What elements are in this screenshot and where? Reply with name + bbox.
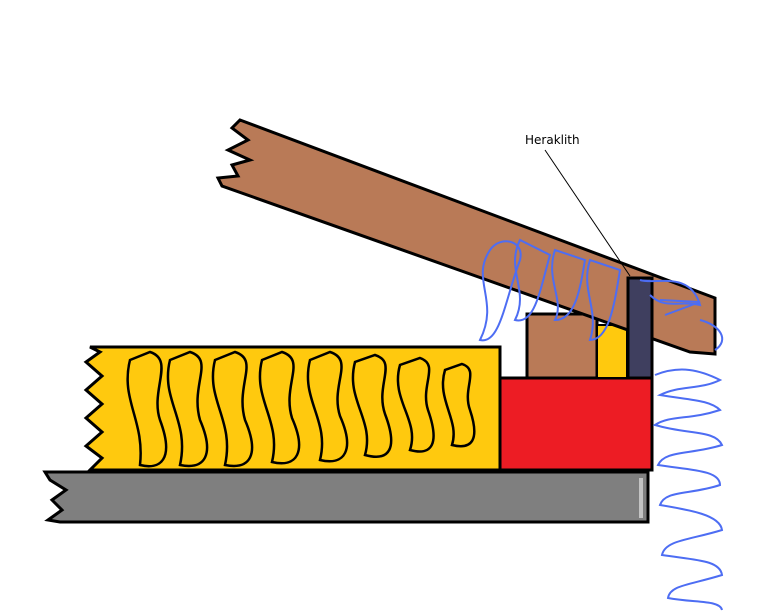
- wooden-block: [525, 312, 599, 380]
- label-leader-line: [544, 149, 631, 277]
- heraklith-board: [626, 276, 654, 380]
- concrete-slab: [42, 470, 650, 524]
- airflow-waves: [478, 238, 724, 611]
- heraklith-label: Heraklith: [525, 133, 580, 147]
- insulation-batt: [83, 345, 502, 472]
- insulation-loops: [126, 350, 476, 468]
- rafter: [215, 118, 717, 356]
- red-wall-plate: [498, 376, 654, 472]
